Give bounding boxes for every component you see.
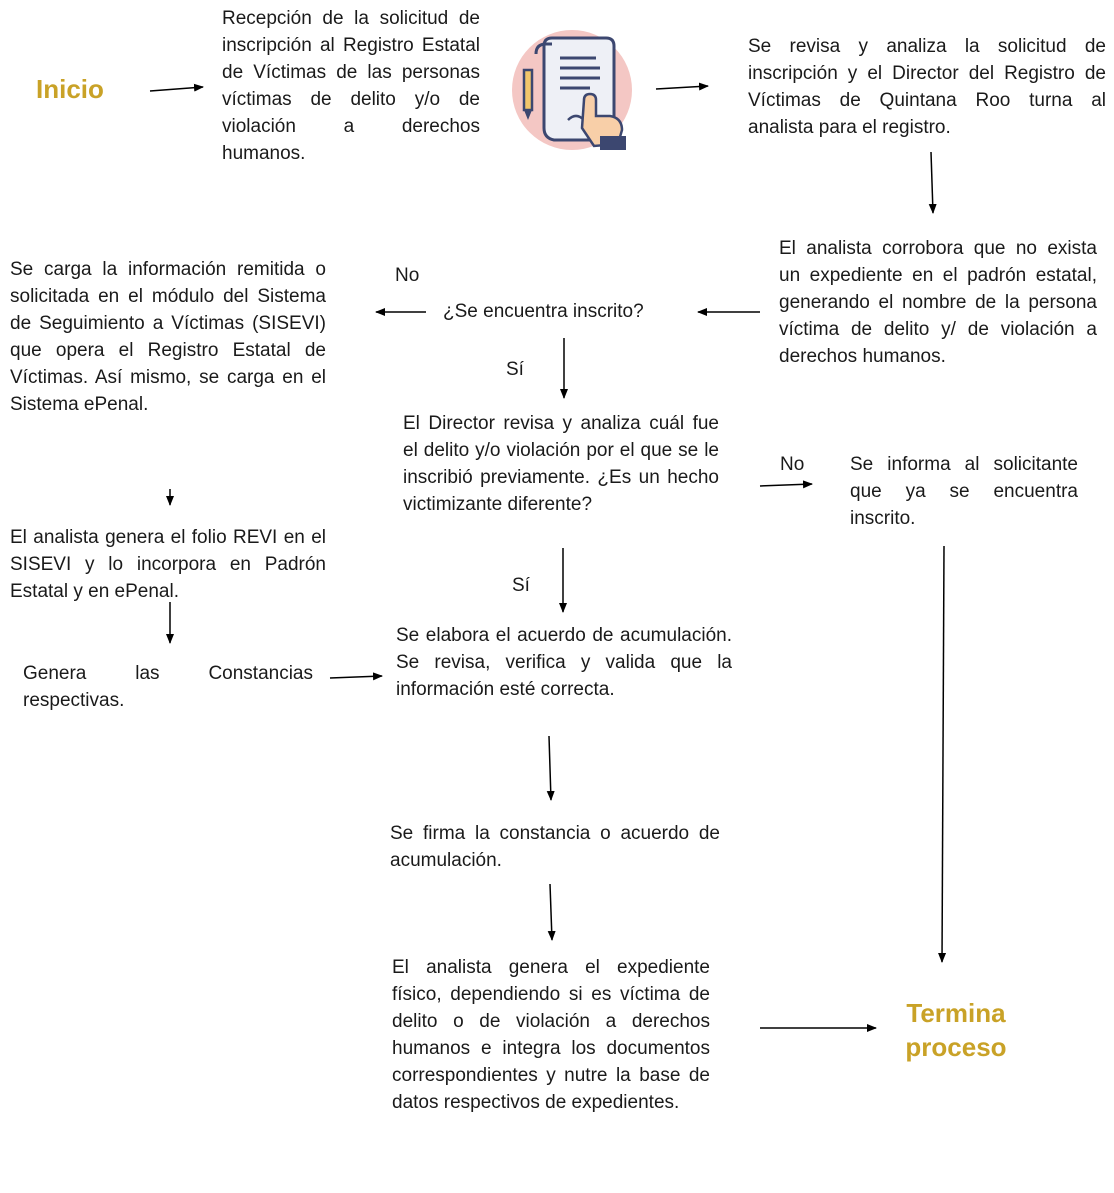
label-si-1: Sí — [506, 359, 524, 380]
end-terminal: Termina proceso — [896, 996, 1016, 1064]
arrow-start-to-reception — [149, 83, 204, 92]
label-si-2: Sí — [512, 575, 530, 596]
step-folio: El analista genera el folio REVI en el S… — [10, 527, 326, 602]
step-inform: Se informa al solicitante que ya se encu… — [850, 454, 1078, 529]
arrow-director-no-to-inform — [759, 480, 813, 489]
step-constancias: Genera las Constancias respectivas. — [23, 663, 313, 711]
step-sign: Se firma la constancia o acuerdo de acum… — [390, 823, 720, 871]
step-reception: Recepción de la solicitud de inscripción… — [222, 8, 480, 164]
step-load: Se carga la información remitida o solic… — [10, 259, 326, 415]
end-terminal-line1: Termina — [906, 998, 1006, 1028]
arrow-reception-to-review — [655, 82, 709, 91]
label-no-2: No — [780, 454, 805, 475]
arrow-inform-to-end — [938, 545, 947, 963]
label-no-1: No — [395, 265, 420, 286]
start-terminal: Inicio — [36, 74, 104, 104]
step-file: El analista genera el expediente físico,… — [392, 957, 710, 1113]
arrow-review-to-corroborate — [928, 151, 937, 214]
step-director: El Director revisa y analiza cuál fue el… — [403, 413, 719, 515]
step-review: Se revisa y analiza la solicitud de insc… — [748, 36, 1106, 138]
arrow-agreement-to-sign — [546, 735, 555, 801]
end-terminal-line2: proceso — [905, 1032, 1007, 1062]
step-corroborate: El analista corrobora que no exista un e… — [779, 238, 1097, 367]
decision-question: ¿Se encuentra inscrito? — [443, 301, 644, 322]
arrow-sign-to-file — [547, 883, 556, 941]
arrow-constancias-to-agreement — [329, 672, 383, 681]
step-agreement: Se elabora el acuerdo de acumulación. Se… — [396, 625, 732, 700]
document-signing-icon — [512, 30, 632, 150]
